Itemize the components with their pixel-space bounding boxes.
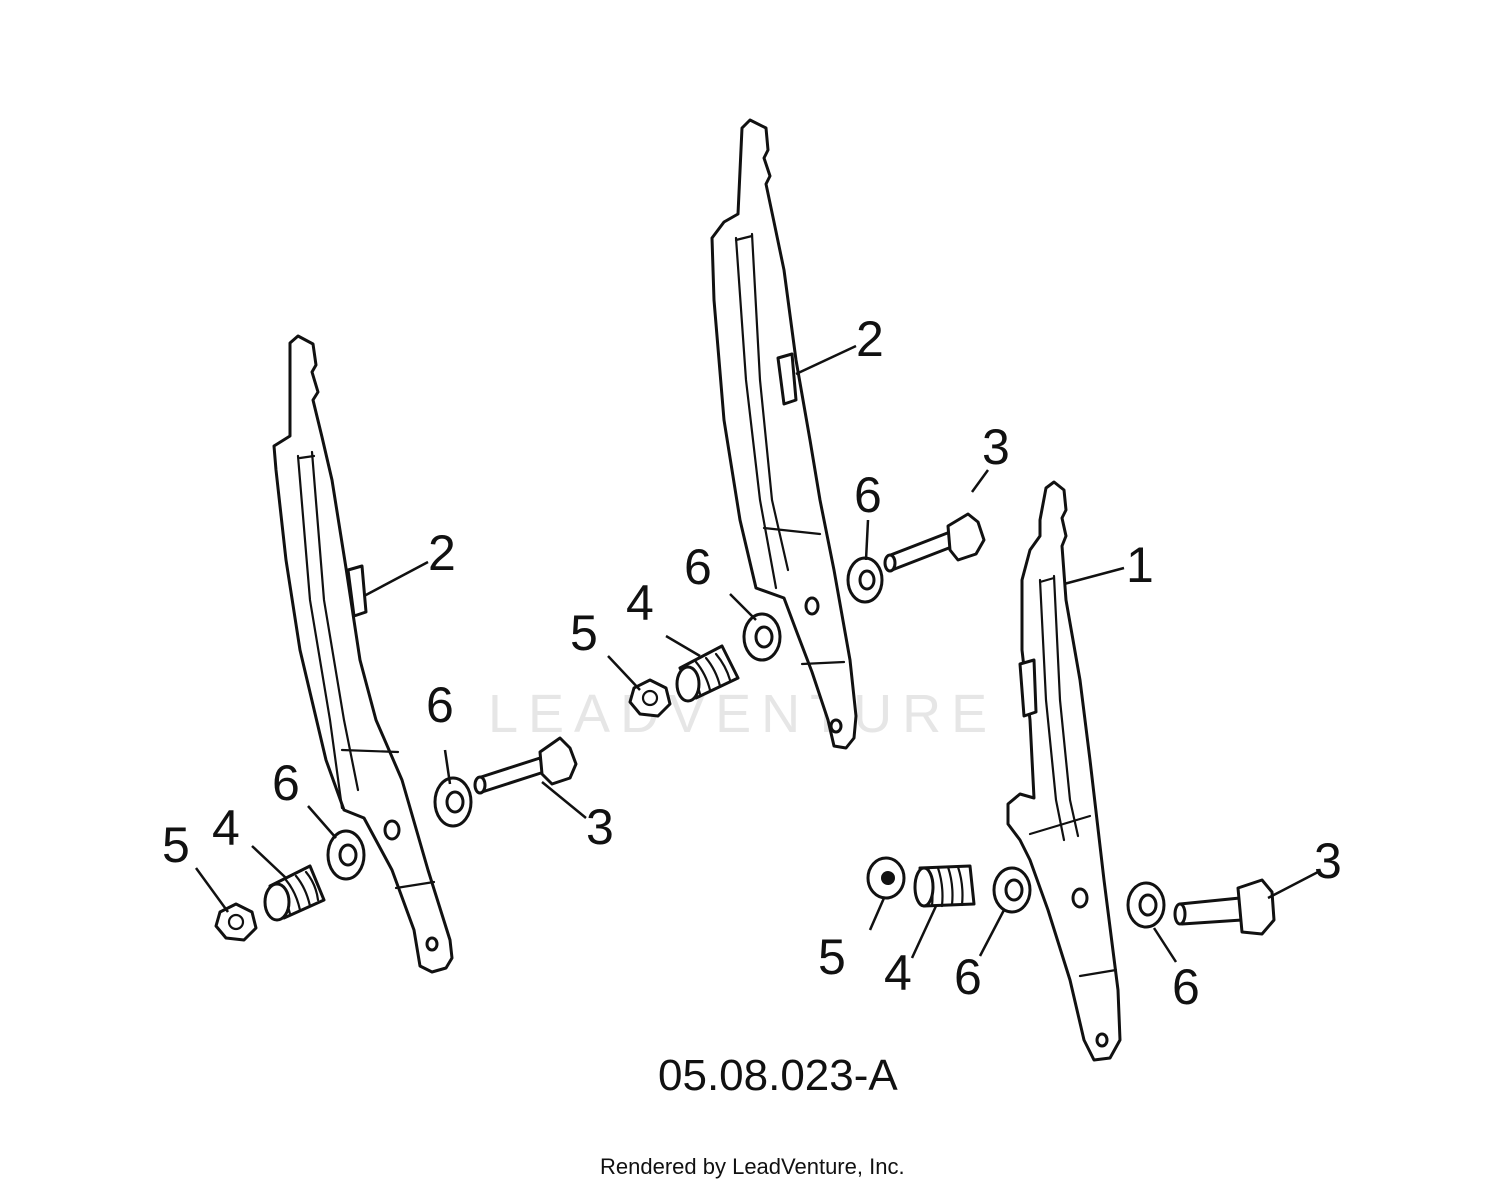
assembly-middle: [710, 118, 858, 750]
callout-a3-washer-outer: 6: [1172, 959, 1200, 1015]
bolt-left: [473, 736, 578, 795]
callout-a3-nut: 5: [818, 929, 846, 985]
callout-a3-bolt: 3: [1314, 833, 1342, 889]
leader-lines: [194, 344, 1319, 963]
diagram-id: 05.08.023-A: [658, 1051, 898, 1100]
render-credit: Rendered by LeadVenture, Inc.: [600, 1154, 905, 1179]
callout-a2-nut: 5: [570, 605, 598, 661]
callout-a2-washer-inner: 6: [684, 539, 712, 595]
callout-a2-bracket: 2: [856, 311, 884, 367]
washer-middle-outer: [742, 612, 782, 662]
callout-a1-bracket: 2: [428, 525, 456, 581]
callout-a3-bracket: 1: [1126, 537, 1154, 593]
spring-right: [913, 864, 976, 908]
washer-left-outer: [326, 829, 366, 881]
bracket-left: [272, 334, 454, 974]
callout-a2-spring: 4: [626, 575, 654, 631]
callout-a1-spring: 4: [212, 800, 240, 856]
assembly-right: [1006, 480, 1122, 1062]
callout-a3-spring: 4: [884, 945, 912, 1001]
nut-left: [214, 902, 258, 942]
bracket-middle: [710, 118, 858, 750]
spring-left: [263, 864, 326, 922]
bolt-right: [1173, 878, 1276, 936]
callout-a1-bolt: 3: [586, 799, 614, 855]
callout-a2-bolt: 3: [982, 419, 1010, 475]
washer-right-outer: [992, 866, 1032, 914]
callout-a1-washer-outer: 6: [272, 755, 300, 811]
washer-left-inner: [433, 776, 473, 828]
callout-a1-washer-inner: 6: [426, 677, 454, 733]
watermark: LEADVENTURE: [488, 684, 997, 744]
spring-middle: [675, 644, 740, 703]
nut-right: [866, 856, 906, 900]
washer-right-inner: [1126, 881, 1166, 929]
callout-a1-nut: 5: [162, 817, 190, 873]
callouts: 2 3 4 5 6 6 2 3 4 5 6 6 1 3 5 4 6 6: [162, 311, 1342, 1015]
assembly-left: [272, 334, 454, 974]
washer-middle-inner: [846, 556, 884, 604]
bolt-middle: [883, 512, 986, 573]
bracket-right: [1006, 480, 1122, 1062]
callout-a2-washer-outer: 6: [854, 467, 882, 523]
callout-a3-washer-inner: 6: [954, 949, 982, 1005]
